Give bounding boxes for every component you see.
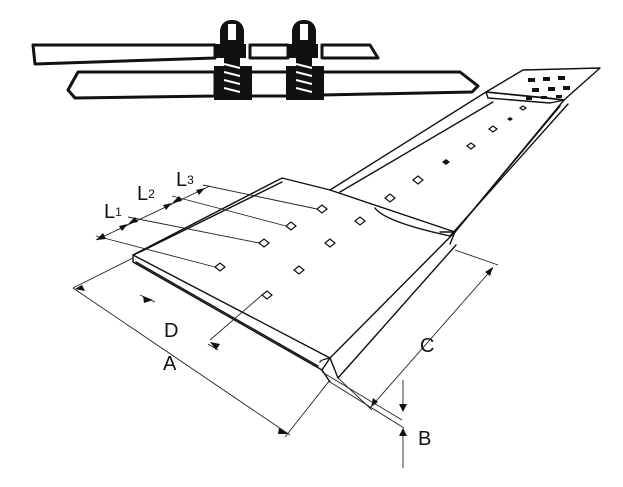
- bolt-left: [214, 20, 252, 100]
- label-b: B: [418, 428, 431, 450]
- dimension-labels: L1 L2 L3 D A C B: [104, 169, 434, 450]
- label-d: D: [164, 320, 178, 342]
- blade-perspective: [132, 67, 601, 383]
- label-l2: L2: [137, 183, 155, 205]
- label-a: A: [163, 353, 177, 375]
- bolt-holes: [214, 76, 570, 300]
- label-c: C: [420, 335, 434, 357]
- dimension-lines: [72, 184, 499, 468]
- label-l3: L3: [176, 169, 194, 191]
- bolt-cross-section: [31, 20, 480, 100]
- label-l1: L1: [104, 201, 122, 223]
- bolt-right: [286, 20, 324, 100]
